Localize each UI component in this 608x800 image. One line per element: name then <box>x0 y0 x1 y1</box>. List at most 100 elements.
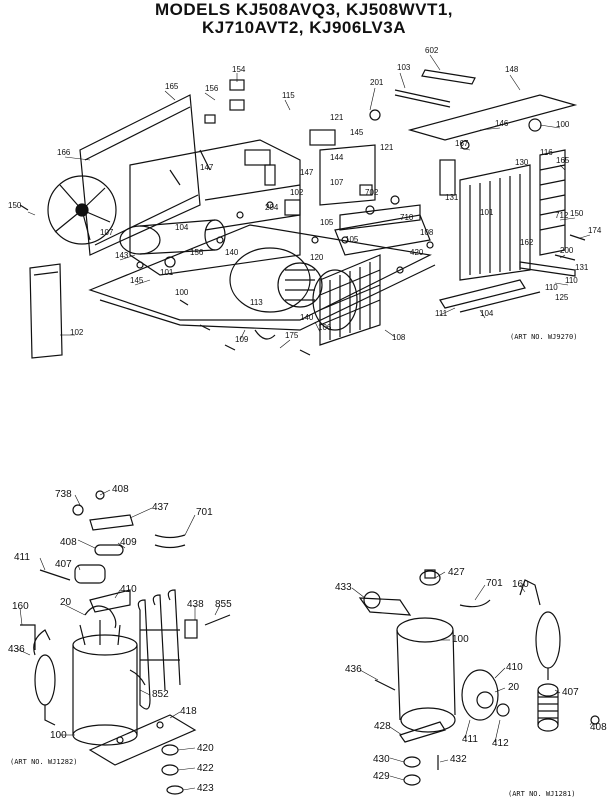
part-label: 174 <box>588 226 602 235</box>
part-label: 150 <box>570 209 584 218</box>
part-label: 106 <box>318 323 332 332</box>
part-label: 175 <box>285 331 299 340</box>
part-label: 701 <box>486 578 503 589</box>
part-label: 422 <box>197 763 214 774</box>
compressor-right <box>396 569 456 733</box>
fan-motor <box>119 219 226 255</box>
part-label: 420 <box>410 248 424 257</box>
compressor-left <box>72 605 138 746</box>
part-label: 167 <box>455 139 469 148</box>
terminal-cover-right <box>461 669 510 721</box>
part-label: 104 <box>175 223 189 232</box>
part-label: 143 <box>115 251 129 260</box>
mounting-bracket-right <box>358 591 412 616</box>
part-label: 154 <box>232 65 246 74</box>
part-label: 162 <box>520 238 534 247</box>
part-label: 100 <box>175 288 189 297</box>
part-label: 140 <box>225 248 239 257</box>
part-label: 125 <box>555 293 569 302</box>
part-label: 418 <box>180 706 197 717</box>
bulkhead <box>129 139 301 276</box>
part-label: 110 <box>565 276 578 285</box>
part-label: 702 <box>365 188 379 197</box>
part-label: 408 <box>60 537 77 548</box>
part-label: 115 <box>282 91 295 100</box>
part-label: 100 <box>50 730 67 741</box>
part-label: 103 <box>397 63 411 72</box>
art-number-bottom-left: (ART NO. WJ1282) <box>10 758 78 766</box>
part-label: 100 <box>556 120 570 129</box>
muffler-coils-left <box>137 589 181 710</box>
part-label: 852 <box>152 689 169 700</box>
models-title-line-1: MODELS KJ508AVQ3, KJ508WVT1, <box>154 0 454 19</box>
part-label: 160 <box>512 579 529 590</box>
part-label: 411 <box>14 552 30 563</box>
art-number-top: (ART NO. WJ9270) <box>510 333 578 341</box>
part-label: 160 <box>12 601 29 612</box>
part-label: 147 <box>200 163 214 172</box>
compressor-bracket-top <box>339 195 421 231</box>
part-label: 855 <box>215 599 232 610</box>
small-parts-bottom-right <box>374 599 491 786</box>
part-label: 121 <box>380 143 394 152</box>
part-label: 100 <box>452 634 469 645</box>
part-label: 420 <box>197 743 214 754</box>
filter-grille <box>312 254 381 346</box>
leader-lines-bottom-right <box>351 571 593 781</box>
part-label: 113 <box>250 298 263 307</box>
part-label: 120 <box>310 253 324 262</box>
part-label: 427 <box>448 567 465 578</box>
blower-wheel <box>229 247 323 313</box>
mounting-bracket-left <box>88 714 197 766</box>
part-label: 102 <box>290 188 304 197</box>
lower-left-panel <box>29 263 63 359</box>
top-rails <box>394 69 578 141</box>
control-box <box>319 144 431 256</box>
base-pan <box>88 224 436 331</box>
part-label: 433 <box>335 582 352 593</box>
part-label: 102 <box>70 328 84 337</box>
leader-lines-top <box>27 54 591 349</box>
part-label: 104 <box>480 309 494 318</box>
part-label: 407 <box>55 559 72 570</box>
small-parts-top <box>19 79 586 356</box>
part-label: 165 <box>165 82 179 91</box>
part-label: 111 <box>435 309 448 318</box>
part-label: 116 <box>540 148 553 157</box>
part-label: 432 <box>450 754 467 765</box>
part-label: 411 <box>462 734 478 745</box>
part-label: 20 <box>60 597 72 608</box>
small-parts-bottom-left <box>39 490 231 795</box>
part-label: 204 <box>265 203 279 212</box>
part-label: 156 <box>205 84 219 93</box>
part-label: 101 <box>160 268 174 277</box>
part-label: 108 <box>392 333 406 342</box>
part-label: 145 <box>350 128 364 137</box>
part-label: 107 <box>330 178 344 187</box>
part-label: 130 <box>515 158 529 167</box>
part-label: 428 <box>374 721 391 732</box>
left-side-panel <box>79 94 201 256</box>
part-label: 712 <box>555 211 569 220</box>
part-label: 109 <box>235 335 249 344</box>
part-label: 738 <box>55 489 72 500</box>
part-label: 20 <box>508 682 520 693</box>
part-label: 105 <box>320 218 334 227</box>
part-label: 437 <box>152 502 169 513</box>
part-label: 108 <box>420 228 434 237</box>
part-label: 107 <box>100 228 114 237</box>
part-label: 110 <box>545 283 558 292</box>
part-label: 710 <box>400 213 414 222</box>
part-label: 429 <box>373 771 390 782</box>
part-label: 436 <box>345 664 362 675</box>
part-label: 165 <box>556 156 570 165</box>
part-label: 602 <box>425 46 439 55</box>
part-label: 701 <box>196 507 213 518</box>
coil-spring-right <box>537 683 600 732</box>
part-label: 423 <box>197 783 214 794</box>
part-label: 408 <box>112 484 129 495</box>
part-label: 410 <box>120 584 137 595</box>
part-label: 438 <box>187 599 204 610</box>
